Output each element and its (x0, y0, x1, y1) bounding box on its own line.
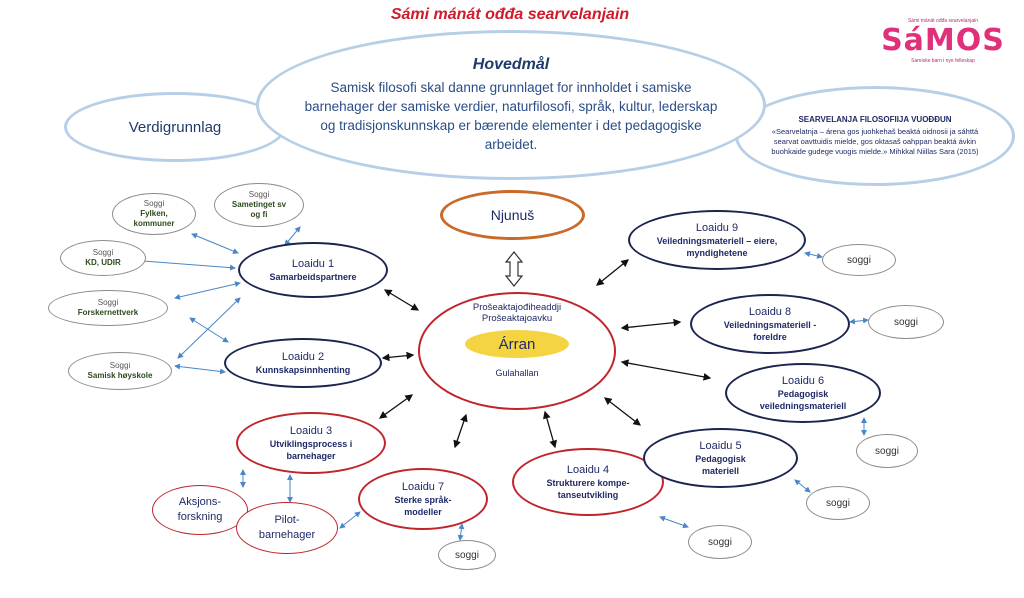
loaidu-7-title: Loaidu 7 (401, 481, 445, 493)
loaidu-5-title: Loaidu 5 (699, 440, 742, 452)
pilotbarnehager: Pilot-barnehager (236, 502, 338, 554)
center-bottom: Gulahallan (495, 368, 539, 378)
loaidu-9: Loaidu 9 Veiledningsmateriell – eiere, m… (628, 210, 806, 270)
aksjonsforskning-label: Aksjons-forskning (177, 496, 223, 523)
loaidu-1: Loaidu 1 Samarbeidspartnere (238, 242, 388, 298)
partner-kd-soggi: Soggi (92, 248, 114, 257)
loaidu-3-title: Loaidu 3 (289, 425, 333, 437)
soggi-l8-label: soggi (894, 316, 918, 328)
soggi-l7: soggi (438, 540, 496, 570)
loaidu-5: Loaidu 5 Pedagogisk materiell (643, 428, 798, 488)
soggi-l8: soggi (868, 305, 944, 339)
loaidu-7: Loaidu 7 Sterke språk-modeller (358, 468, 488, 530)
partner-kd: Soggi KD, UDIR (60, 240, 146, 276)
loaidu-3-sub: Utviklingsprocess i barnehager (269, 439, 353, 461)
loaidu-3: Loaidu 3 Utviklingsprocess i barnehager (236, 412, 386, 474)
arrow-l7 (453, 413, 468, 449)
partner-sametinget-name: Sametinget sv og fi (231, 200, 287, 219)
partner-fylken: Soggi Fylken, kommuner (112, 193, 196, 235)
loaidu-5-sub: Pedagogisk materiell (695, 454, 746, 476)
soggi-l4: soggi (688, 525, 752, 559)
hovedmal-heading: Hovedmål (472, 56, 550, 73)
aksjonsforskning: Aksjons-forskning (152, 485, 248, 535)
arrow-l1 (383, 289, 420, 311)
loaidu-9-title: Loaidu 9 (695, 222, 739, 234)
partner-hoyskole-soggi: Soggi (109, 361, 131, 370)
arran-label: Árran (498, 335, 536, 353)
loaidu-6-title: Loaidu 6 (781, 375, 825, 387)
partner-hoyskole-name: Samisk høyskole (87, 371, 153, 380)
partner-forskernett-name: Forskernettverk (77, 308, 139, 317)
partner-sametinget: Soggi Sametinget sv og fi (214, 183, 304, 227)
center-top1: Prošeaktajođiheaddji (472, 302, 562, 313)
verdigrunnlag-ellipse: Verdigrunnlag (64, 92, 286, 162)
soggi-l9-label: soggi (847, 254, 871, 266)
partner-fylken-soggi: Soggi (143, 199, 165, 208)
loaidu-4: Loaidu 4 Strukturere kompe-tanseutviklin… (512, 448, 664, 516)
arrow-l9 (595, 259, 630, 286)
arrow-l2 (381, 351, 415, 362)
soggi-l6: soggi (856, 434, 918, 468)
partner-sametinget-soggi: Soggi (248, 190, 270, 199)
loaidu-4-title: Loaidu 4 (566, 464, 610, 476)
center-top2: Prošeaktajoavku (481, 313, 553, 324)
filosofija-ellipse: SEARVELANJA FILOSOFIIJA VUOĐĐUN «Searvel… (735, 86, 1015, 186)
arrow-l5 (603, 397, 642, 426)
logo-tagline-bottom: Samiske barn i nye felleskap (911, 58, 975, 64)
verdigrunnlag-label: Verdigrunnlag (128, 118, 222, 136)
partner-fylken-name: Fylken, kommuner (133, 209, 175, 228)
soggi-l4-label: soggi (708, 536, 732, 548)
arrow-l4 (543, 410, 557, 449)
partner-forskernett: Soggi Forskernettverk (48, 290, 168, 326)
partner-forskernett-soggi: Soggi (97, 298, 119, 307)
hovedmal-body: Samisk filosofi skal danne grunnlaget fo… (304, 80, 718, 152)
arrow-l3 (378, 394, 414, 419)
loaidu-2-title: Loaidu 2 (281, 351, 325, 363)
soggi-l9: soggi (822, 244, 896, 276)
partner-hoyskole: Soggi Samisk høyskole (68, 352, 172, 390)
filosofija-quote: «Searvelatnja – árena gos juohkehaš beak… (771, 127, 979, 156)
njunus-ellipse: Njunuš (440, 190, 585, 240)
loaidu-8-sub: Veiledningsmateriell - foreldre (723, 320, 817, 342)
loaidu-2-sub: Kunnskapsinnhenting (255, 365, 351, 375)
soggi-l7-label: soggi (455, 549, 479, 561)
loaidu-2: Loaidu 2 Kunnskapsinnhenting (224, 338, 382, 388)
arrow-l6 (620, 359, 712, 381)
njunus-label: Njunuš (490, 207, 535, 223)
loaidu-9-sub: Veiledningsmateriell – eiere, myndighete… (656, 236, 778, 258)
loaidu-4-sub: Strukturere kompe-tanseutvikling (546, 478, 630, 500)
partner-kd-name: KD, UDIR (85, 258, 121, 267)
loaidu-6-sub: Pedagogisk veiledningsmateriell (759, 389, 847, 411)
soggi-l5: soggi (806, 486, 870, 520)
samos-logo: Sámi mánát ođđa searvelanjain SáMOS Sami… (868, 18, 1018, 80)
pilotbarnehager-label: Pilot-barnehager (258, 514, 316, 541)
center-ellipse: Prošeaktajođiheaddji Prošeaktajoavku Árr… (418, 292, 616, 410)
loaidu-8-title: Loaidu 8 (748, 306, 792, 318)
logo-tagline-top: Sámi mánát ođđa searvelanjain (907, 18, 979, 24)
loaidu-7-sub: Sterke språk-modeller (394, 495, 452, 517)
njunus-double-arrow (504, 251, 524, 287)
soggi-l6-label: soggi (875, 445, 899, 457)
logo-text: SáMOS (881, 23, 1005, 58)
page-title: Sámi mánát ođđa searvelanjain (390, 6, 630, 23)
loaidu-6: Loaidu 6 Pedagogisk veiledningsmateriell (725, 363, 881, 423)
loaidu-8: Loaidu 8 Veiledningsmateriell - foreldre (690, 294, 850, 354)
arran-core: Árran (465, 330, 569, 358)
hovedmal-ellipse: Hovedmål Samisk filosofi skal danne grun… (256, 30, 766, 180)
loaidu-1-title: Loaidu 1 (291, 258, 335, 270)
loaidu-1-sub: Samarbeidspartnere (269, 272, 357, 282)
arrow-l8 (620, 318, 682, 332)
filosofija-heading: SEARVELANJA FILOSOFIIJA VUOĐĐUN (798, 115, 952, 124)
soggi-l5-label: soggi (826, 497, 850, 509)
